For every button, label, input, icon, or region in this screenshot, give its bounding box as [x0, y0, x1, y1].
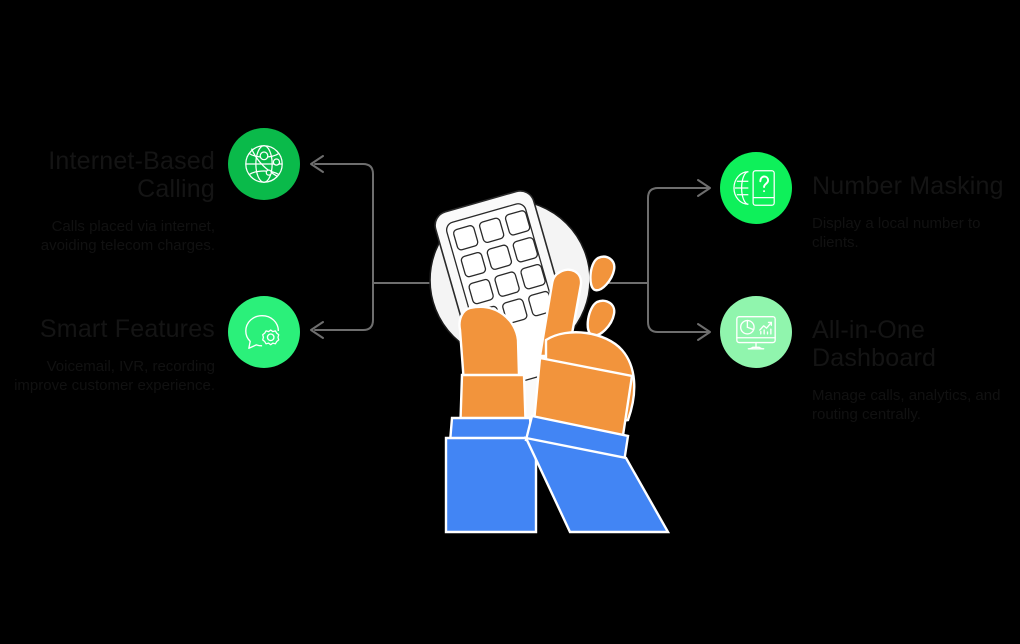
feature-title: Number Masking [812, 172, 1004, 200]
globe-phone-question-icon [733, 170, 775, 206]
feature-title: Smart Features [39, 315, 215, 343]
left-branch-bottom [314, 282, 374, 331]
chat-gear-icon-badge [228, 296, 300, 368]
globe-network-icon [245, 145, 283, 183]
feature-smart-features: Smart Features Voicemail, IVR, recording… [0, 315, 215, 395]
finger-tip-lower [586, 299, 616, 337]
globe-phone-question-icon-badge [720, 152, 792, 224]
left-arrowhead-bottom [310, 321, 324, 339]
feature-number-masking: Number Masking Display a local number to… [812, 172, 1012, 252]
feature-description: Manage calls, analytics, and routing cen… [812, 387, 1001, 423]
globe-network-icon-badge [228, 128, 300, 200]
left-hand [444, 305, 538, 534]
hands-dialing-phone-illustration [429, 190, 671, 534]
left-arrowhead-top [310, 155, 324, 173]
feature-description: Calls placed via internet, avoiding tele… [40, 218, 215, 254]
left-sleeve [444, 436, 538, 534]
feature-description: Voicemail, IVR, recording improve custom… [14, 358, 215, 394]
feature-description: Display a local number to clients. [812, 215, 981, 251]
feature-title: All-in-One Dashboard [812, 316, 937, 372]
left-branch-top [314, 163, 374, 284]
feature-title: Internet-Based Calling [48, 147, 215, 203]
feature-internet-based-calling: Internet-Based Calling Calls placed via … [0, 147, 215, 255]
monitor-analytics-icon [736, 315, 776, 350]
monitor-analytics-icon-badge [720, 296, 792, 368]
right-hand [523, 255, 671, 534]
right-sleeve [523, 436, 671, 534]
finger-tip-upper [589, 255, 616, 292]
chat-gear-icon [245, 315, 280, 349]
feature-all-in-one-dashboard: All-in-One Dashboard Manage calls, analy… [812, 316, 1012, 424]
